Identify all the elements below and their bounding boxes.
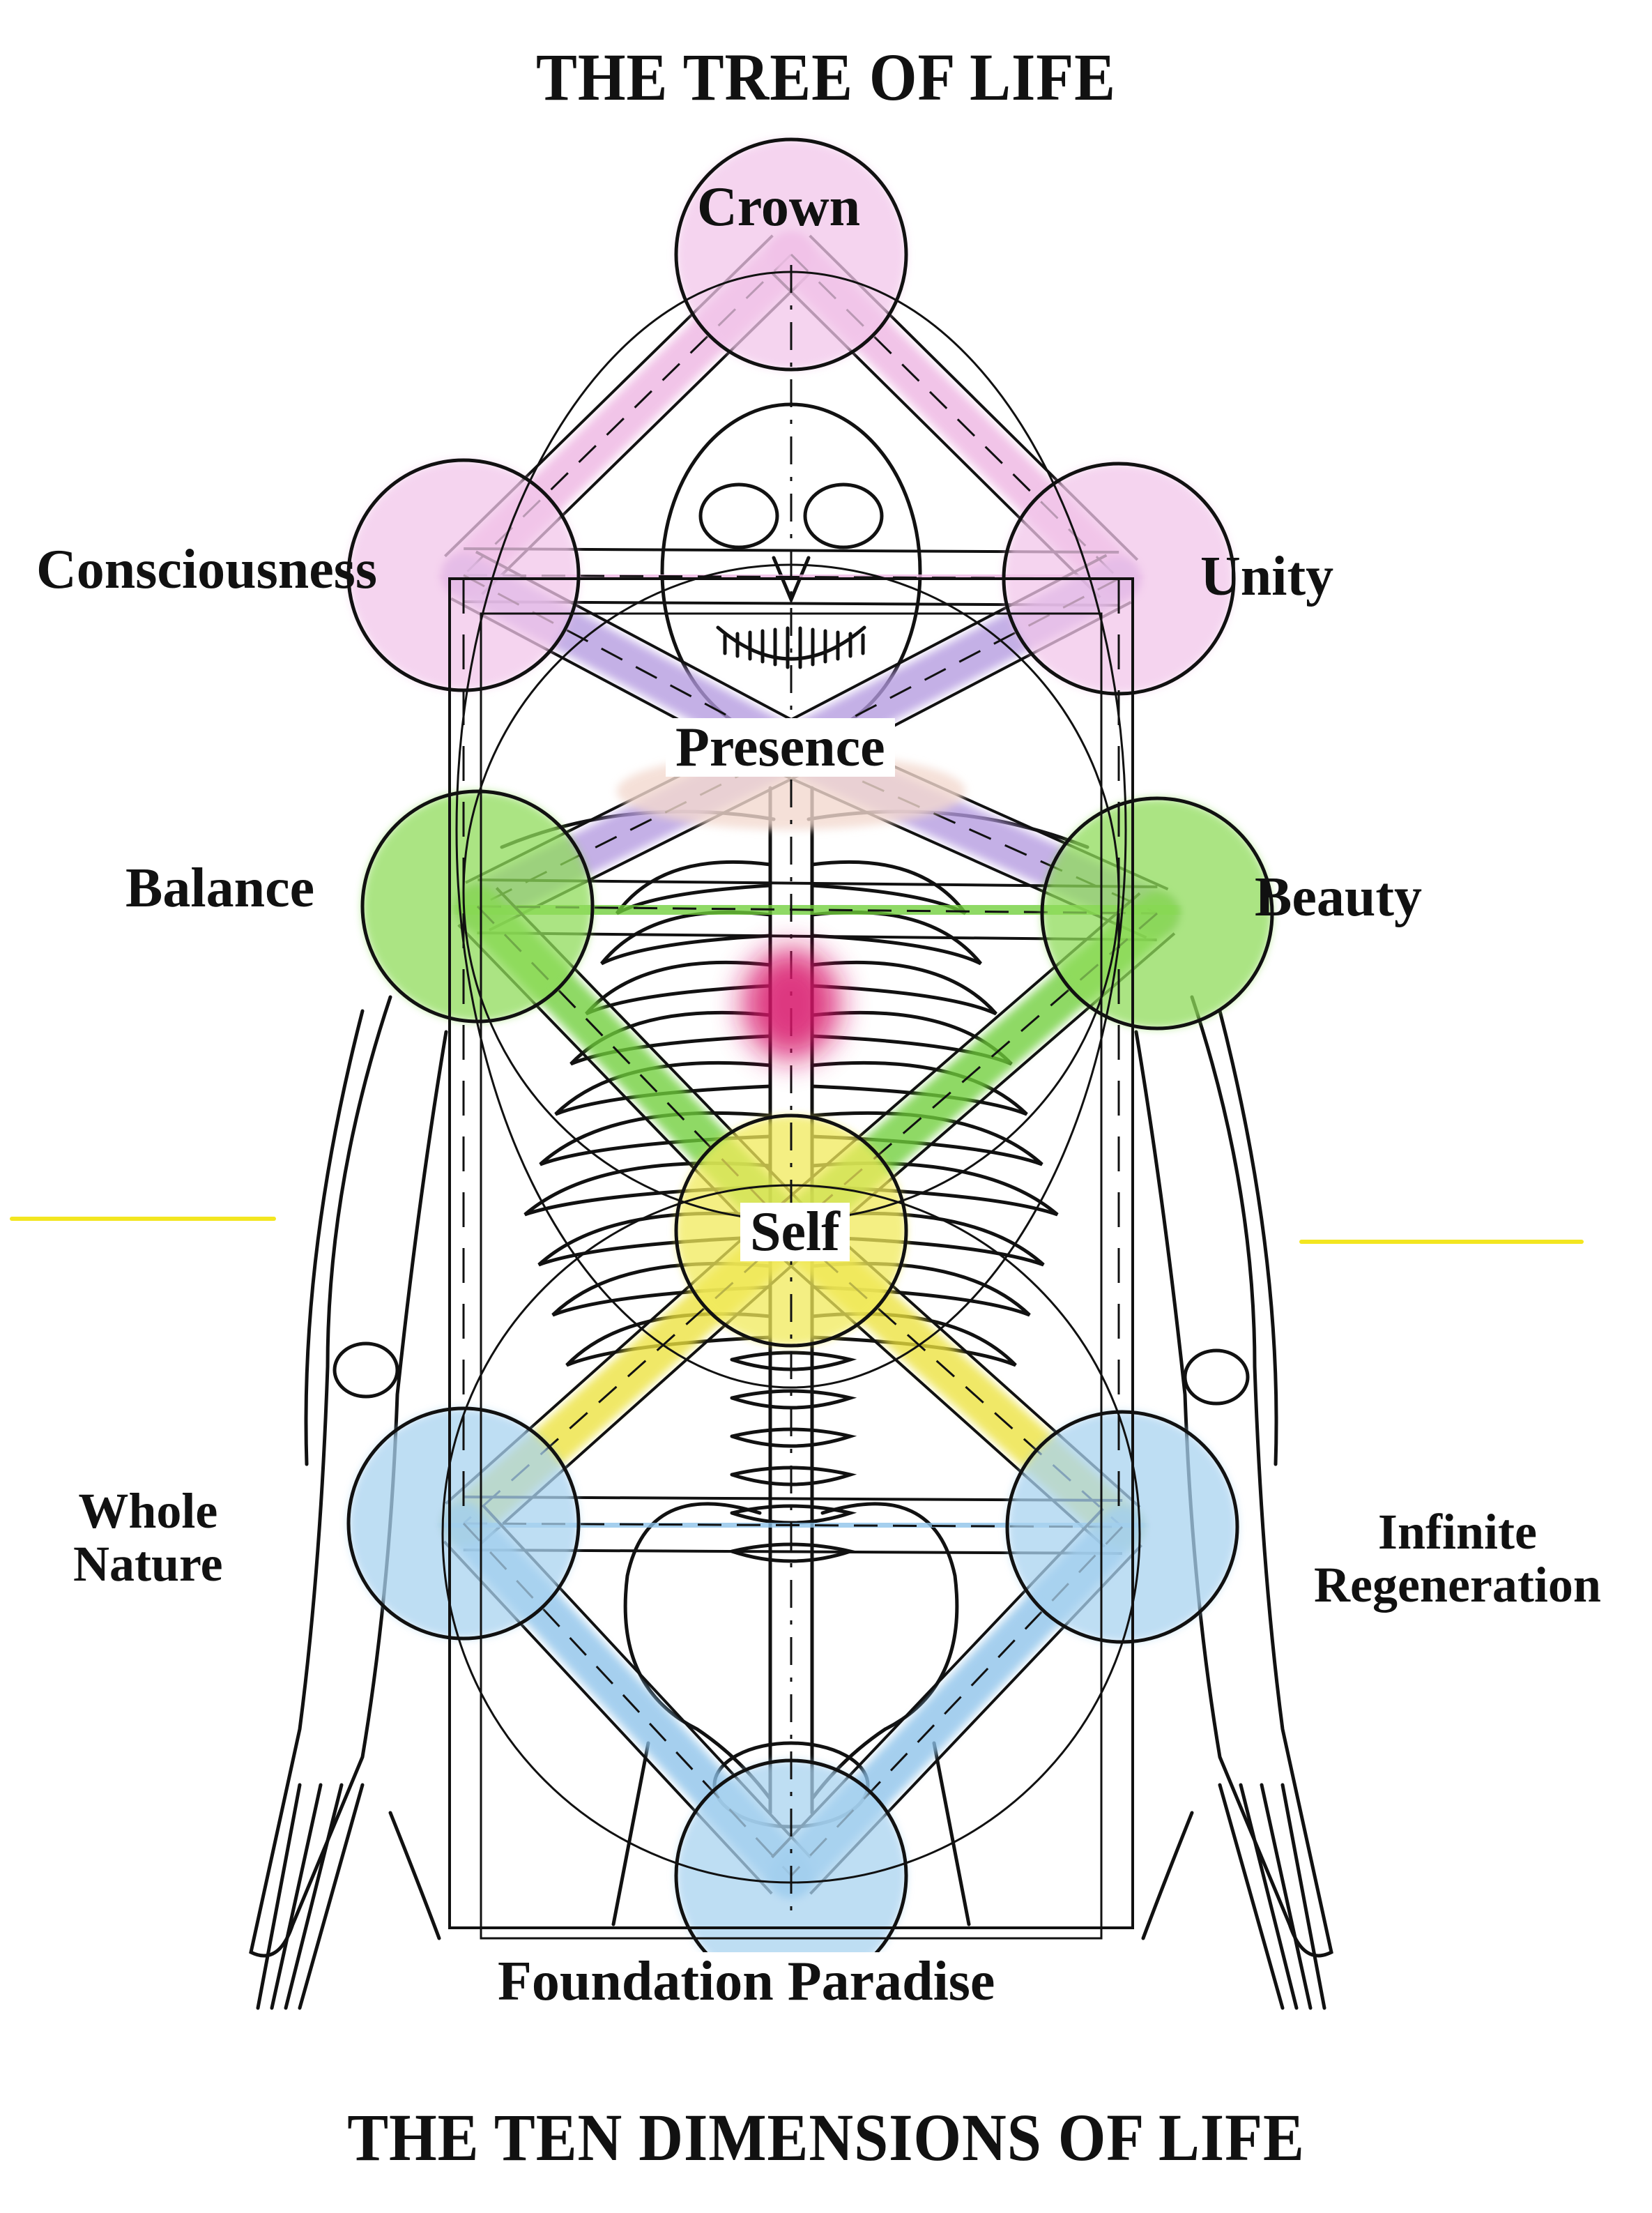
node-ring	[674, 137, 908, 372]
finger	[1239, 1783, 1299, 2010]
label-unity: Unity	[1200, 546, 1334, 607]
label-balance: Balance	[125, 858, 315, 919]
vertebra	[730, 1351, 857, 1371]
node-beauty	[1040, 796, 1274, 1031]
right-femur	[932, 1741, 971, 1926]
rib-left	[523, 1161, 772, 1217]
node-infinite-regeneration	[1005, 1410, 1239, 1644]
finger	[298, 1783, 365, 2010]
rib-left	[569, 1010, 772, 1066]
diagram-subtitle: THE TEN DIMENSIONS OF LIFE	[347, 2100, 1305, 2175]
label-foundation-paradise: Foundation Paradise	[488, 1952, 1005, 2011]
finger	[270, 1783, 323, 2010]
finger	[284, 1783, 344, 2010]
node-disk	[349, 460, 579, 690]
rib-right	[810, 960, 997, 1016]
label-infinite-regeneration-line: Infinite	[1377, 1504, 1537, 1560]
vertebra	[730, 1466, 857, 1486]
right-body-contour	[1218, 1009, 1278, 1466]
node-crown	[674, 137, 908, 372]
thumb	[1141, 1811, 1194, 1940]
left-arm-outline	[249, 995, 448, 1958]
label-presence: Presence	[666, 718, 895, 777]
node-disk	[676, 139, 906, 370]
thumb	[388, 1811, 441, 1940]
label-beauty: Beauty	[1255, 867, 1422, 928]
node-whole-nature	[346, 1406, 581, 1641]
finger	[1218, 1783, 1285, 2010]
right-hand	[1141, 1783, 1326, 2010]
diagram-title: THE TREE OF LIFE	[536, 40, 1116, 114]
construction-lines	[441, 265, 1141, 1940]
node-disk	[349, 1408, 579, 1638]
node-ring	[1040, 796, 1274, 1031]
left-femur	[611, 1741, 650, 1926]
heart-spot	[742, 948, 840, 1060]
accent-rule-right	[1299, 1240, 1584, 1244]
label-infinite-regeneration-line: Regeneration	[1314, 1556, 1601, 1613]
vertebra	[730, 1427, 857, 1448]
node-disk	[1042, 798, 1272, 1028]
node-ring	[674, 1113, 908, 1348]
heart-marker	[742, 948, 840, 1060]
right-arm-outline	[1134, 995, 1333, 1958]
right-elbow	[1183, 1348, 1250, 1406]
label-whole-nature-line: Whole	[78, 1483, 218, 1539]
right-eye-socket	[803, 482, 884, 549]
node-disks	[346, 137, 1274, 1993]
finger	[1280, 1783, 1326, 2010]
finger	[1260, 1783, 1313, 2010]
node-ring	[346, 1406, 581, 1641]
rib-right	[810, 1060, 1028, 1116]
left-eye-socket	[698, 482, 779, 549]
left-body-contour	[304, 1009, 365, 1466]
vertebra	[730, 1389, 857, 1410]
label-self: Self	[740, 1203, 850, 1261]
label-consciousness: Consciousness	[36, 539, 378, 600]
finger	[256, 1783, 302, 2010]
left-elbow	[332, 1341, 399, 1399]
left-hand	[256, 1783, 441, 2010]
node-disk	[362, 791, 592, 1021]
node-disk	[1007, 1412, 1237, 1642]
label-crown: Crown	[697, 176, 861, 238]
label-whole-nature-line: Nature	[73, 1535, 223, 1592]
accent-rule-left	[10, 1217, 276, 1221]
